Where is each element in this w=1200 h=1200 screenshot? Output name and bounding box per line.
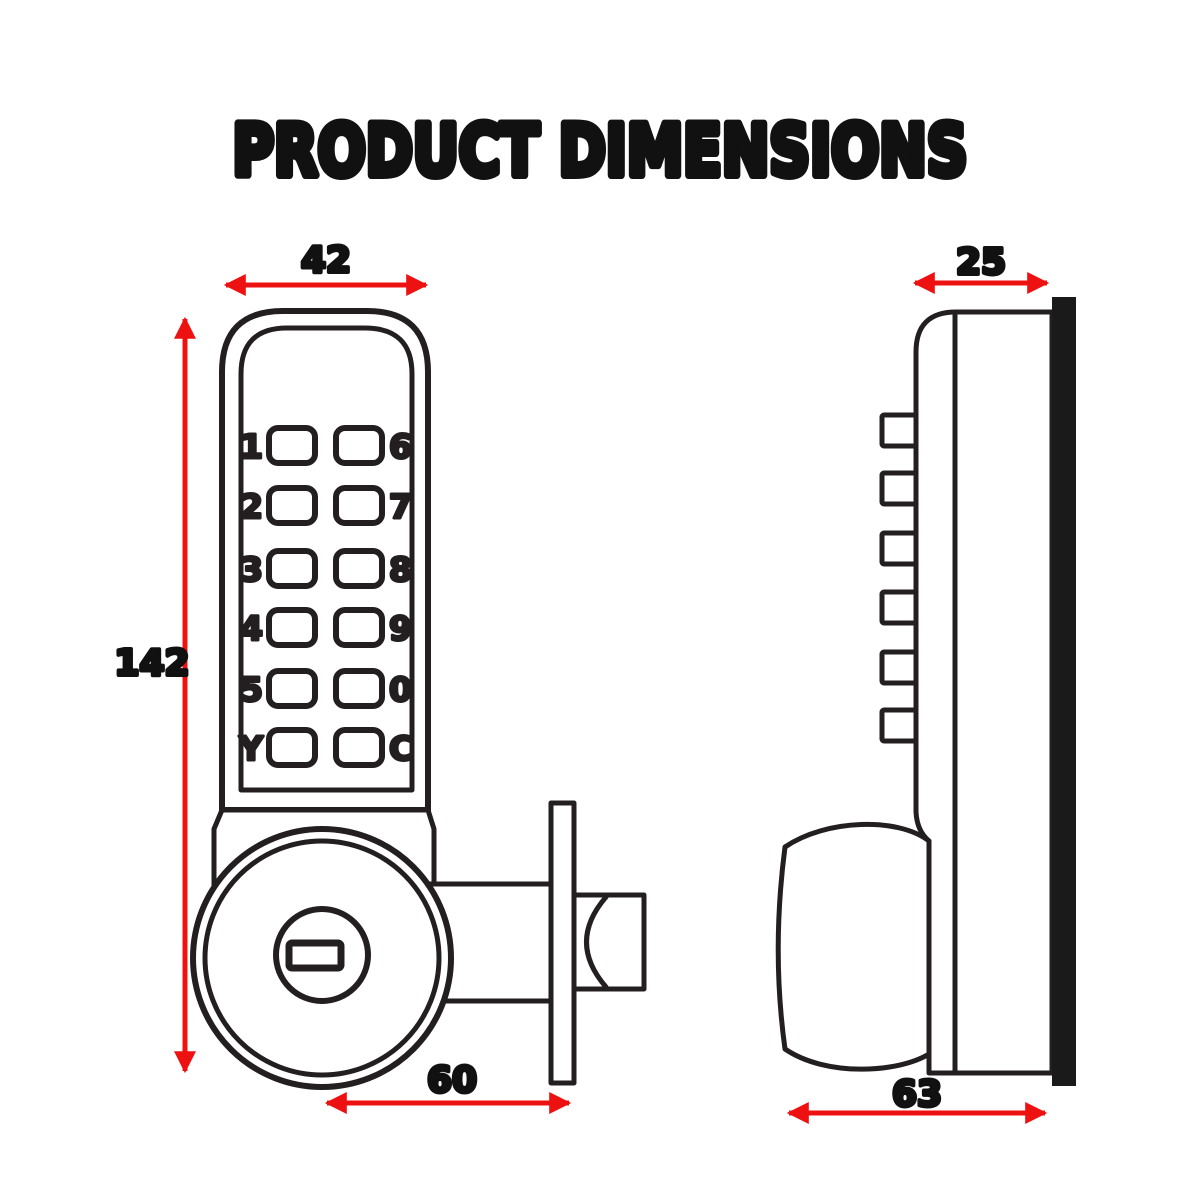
key-label: 9 (389, 609, 412, 648)
side-view-drawing (775, 297, 1076, 1086)
front-height-dimension: 142 (112, 316, 197, 1074)
keypad-button (333, 485, 385, 526)
side-depth-dimension: 25 (912, 240, 1050, 295)
key-label: 5 (240, 670, 263, 709)
front-width-dimension: 42 (223, 238, 429, 297)
keypad-button (333, 668, 385, 709)
key-label: C (389, 729, 413, 768)
key-label: 0 (389, 670, 412, 709)
keypad-button (333, 727, 385, 768)
keypad-button (333, 548, 385, 589)
side-body-outline (913, 309, 1055, 1076)
key-label: 6 (389, 427, 412, 466)
side-button (879, 412, 919, 449)
keypad-button (266, 425, 318, 466)
side-depth-label: 25 (956, 242, 1006, 283)
door-plate-bar (1052, 297, 1076, 1086)
front-view-drawing: 1 6 2 7 3 8 4 9 5 0 Y C (190, 308, 647, 1090)
keypad-button (333, 425, 385, 466)
keypad-digit-labels: 1 6 2 7 3 8 4 9 5 0 Y C (237, 426, 415, 770)
keypad-button (266, 485, 318, 526)
lock-knob (190, 826, 454, 1090)
side-button (879, 530, 919, 567)
key-label: 4 (240, 609, 263, 648)
latch-faceplate (548, 800, 577, 1086)
keypad-button (333, 607, 385, 648)
key-label: Y (238, 729, 264, 768)
keypad-buttons (266, 425, 385, 768)
side-button (879, 470, 919, 507)
key-label: 3 (240, 550, 263, 589)
latch-bolt-curve (584, 894, 609, 990)
side-button (879, 707, 919, 744)
latch-depth-label: 60 (427, 1060, 477, 1101)
dimension-annotations: 42 142 60 25 63 (112, 238, 1050, 1125)
front-height-label: 142 (114, 643, 189, 684)
keypad-inner-outline (238, 325, 415, 793)
keypad-button (266, 607, 318, 648)
side-buttons (879, 412, 919, 744)
keypad-button (266, 548, 318, 589)
keyhole-slot (285, 939, 345, 972)
front-width-label: 42 (301, 240, 351, 281)
key-label: 1 (240, 427, 263, 466)
side-button (879, 649, 919, 686)
side-width-label: 63 (892, 1074, 942, 1115)
latch-depth-dimension: 60 (324, 1058, 572, 1115)
knob-inner-circle (202, 838, 442, 1078)
key-label: 2 (240, 487, 263, 526)
side-width-dimension: 63 (786, 1072, 1048, 1125)
key-label: 7 (389, 487, 412, 526)
key-label: 8 (389, 550, 412, 589)
keypad-button (266, 727, 318, 768)
side-knob-profile (775, 821, 932, 1072)
side-button (879, 589, 919, 626)
page-title: PRODUCT DIMENSIONS (233, 110, 968, 192)
keypad-button (266, 668, 318, 709)
